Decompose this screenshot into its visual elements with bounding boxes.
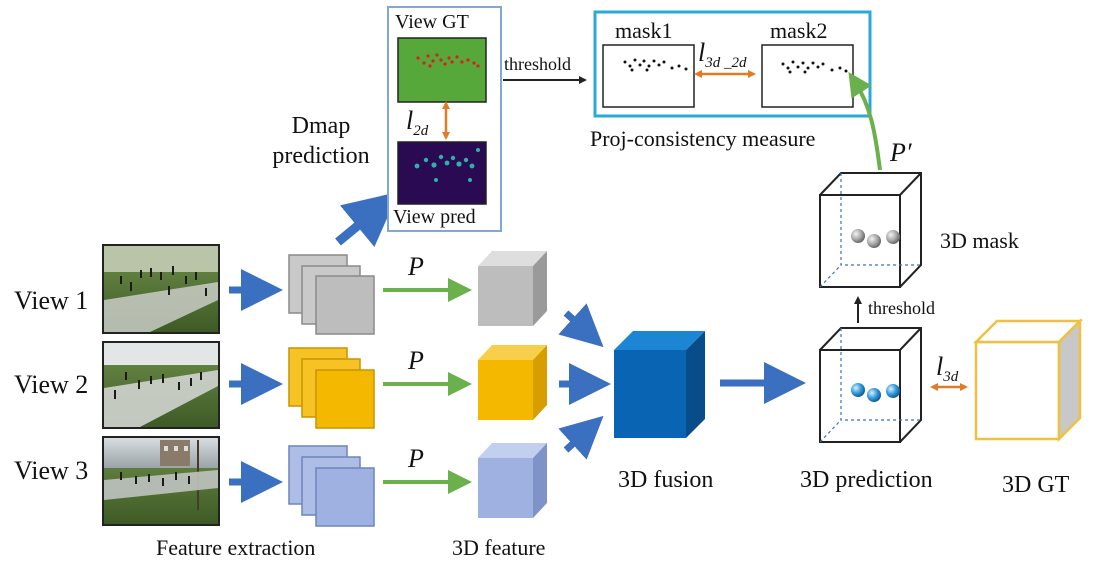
loss-2d-base: l <box>406 106 414 135</box>
3d-mask-label: 3D mask <box>940 228 1019 253</box>
3d-prediction-label: 3D prediction <box>800 467 933 493</box>
cube-3d-fusion <box>614 331 705 438</box>
feature-stack-lavender <box>288 445 375 527</box>
view-1-photo <box>102 244 220 334</box>
view-gt-label: View GT <box>395 11 469 33</box>
loss-3d-2d-symbol: l3d _2d <box>698 38 746 72</box>
loss-3d-symbol: l3d <box>936 352 958 386</box>
proj-consistency-caption: Proj-consistency measure <box>590 126 816 151</box>
loss-2d-subscript: 2d <box>413 123 429 140</box>
3d-gt-label: 3D GT <box>1002 472 1070 498</box>
mask1-label: mask1 <box>615 18 673 43</box>
arrow-projection-prime <box>848 71 882 171</box>
threshold-top-label: threshold <box>504 54 571 74</box>
mask2-image <box>761 44 854 108</box>
projection-symbol-2: P <box>408 346 424 375</box>
threshold-mid-label: threshold <box>868 298 935 318</box>
arrow-to-dmap <box>335 191 399 248</box>
mask2-label: mask2 <box>770 18 828 43</box>
feature-extraction-label: Feature extraction <box>156 535 316 560</box>
3d-fusion-label: 3D fusion <box>618 467 714 493</box>
view-1-label: View 1 <box>14 286 89 315</box>
view-2-label: View 2 <box>14 370 89 399</box>
loss-2d-symbol: l2d <box>406 106 428 140</box>
cube-3d-feature-yellow <box>478 345 547 420</box>
box-3d-mask <box>819 172 922 288</box>
feature-stack-gray <box>288 254 375 335</box>
box-3d-gt <box>972 317 1084 443</box>
view-3-label: View 3 <box>14 456 89 485</box>
3d-feature-label: 3D feature <box>452 535 546 560</box>
view-pred-label: View pred <box>393 206 476 228</box>
cube-3d-feature-lavender <box>478 443 547 518</box>
view-3-photo <box>102 436 220 526</box>
dmap-prediction-label-2: prediction <box>272 143 370 169</box>
view-2-photo <box>102 341 220 429</box>
mask1-image <box>602 44 695 108</box>
box-3d-prediction <box>819 327 922 443</box>
view-gt-image <box>397 37 487 103</box>
loss-3d-2d-base: l <box>698 38 706 67</box>
arrow-feat1-to-fusion <box>558 303 604 348</box>
projection-prime-symbol: P′ <box>890 138 912 167</box>
loss-3d-base: l <box>936 352 944 381</box>
cube-3d-feature-gray <box>478 251 547 326</box>
dmap-prediction-label-1: Dmap <box>291 113 351 139</box>
loss-3d-2d-subscript: 3d _2d <box>705 55 747 72</box>
projection-symbol-1: P <box>408 252 424 281</box>
feature-stack-yellow <box>288 347 375 429</box>
view-pred-image <box>397 141 487 205</box>
loss-3d-subscript: 3d <box>943 369 959 386</box>
arrow-feat3-to-fusion <box>558 415 604 460</box>
projection-symbol-3: P <box>408 444 424 473</box>
